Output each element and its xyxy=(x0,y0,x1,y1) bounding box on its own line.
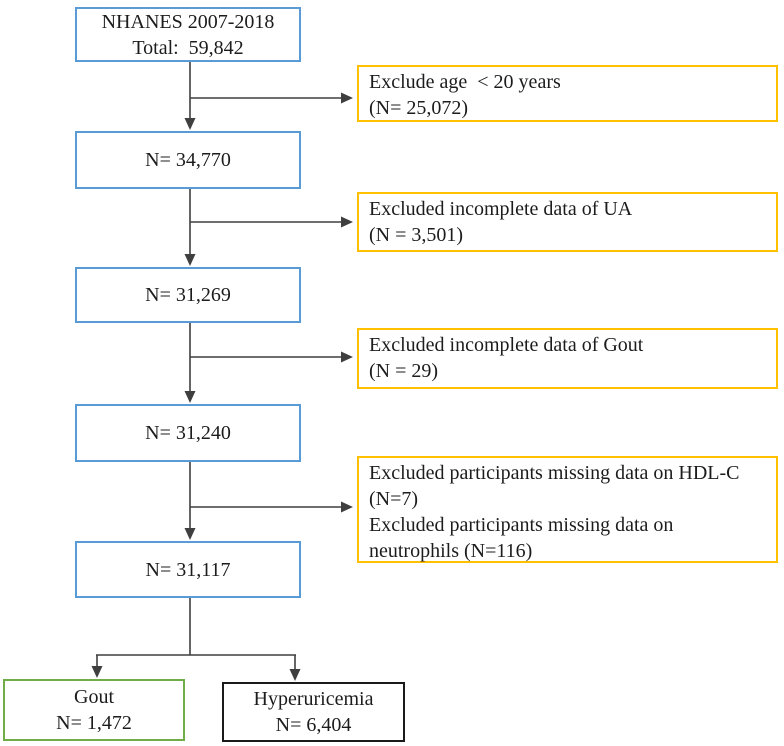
cohort-box-1-label: N= 34,770 xyxy=(145,149,231,171)
exclusion-box-2-line-2: (N = 3,501) xyxy=(369,224,464,246)
source-box: NHANES 2007-2018 Total: 59,842 xyxy=(75,7,301,62)
exclusion-box-4-line-1: Excluded participants missing data on HD… xyxy=(369,462,740,484)
hyperuricemia-outcome-title: Hyperuricemia xyxy=(253,688,374,710)
source-box-title: NHANES 2007-2018 xyxy=(101,10,275,33)
exclusion-box-3-line-2: (N = 29) xyxy=(369,360,439,382)
exclusion-box-1: Exclude age < 20 years (N= 25,072) xyxy=(357,65,778,122)
exclusion-box-2-line-1: Excluded incomplete data of UA xyxy=(369,198,633,220)
gout-outcome-box: Gout N= 1,472 xyxy=(3,679,185,741)
exclusion-box-3: Excluded incomplete data of Gout (N = 29… xyxy=(357,328,778,389)
cohort-box-1: N= 34,770 xyxy=(75,131,301,189)
cohort-box-4: N= 31,117 xyxy=(75,541,301,598)
arrow-down-gout xyxy=(91,666,103,678)
exclusion-box-2: Excluded incomplete data of UA (N = 3,50… xyxy=(357,192,778,252)
exclusion-box-4-line-4: neutrophils (N=116) xyxy=(369,540,533,562)
arrow-down-4 xyxy=(184,528,196,540)
exclusion-box-1-line-1: Exclude age < 20 years xyxy=(369,71,561,93)
cohort-box-2-label: N= 31,269 xyxy=(145,284,231,306)
exclusion-box-3-line-1: Excluded incomplete data of Gout xyxy=(369,334,644,356)
arrow-right-1 xyxy=(341,92,353,104)
gout-outcome-count: N= 1,472 xyxy=(56,712,132,734)
exclusion-box-4-line-3: Excluded participants missing data on xyxy=(369,514,674,536)
cohort-box-3-label: N= 31,240 xyxy=(145,422,231,444)
hyperuricemia-outcome-box: Hyperuricemia N= 6,404 xyxy=(222,682,405,742)
exclusion-box-4-line-2: (N=7) xyxy=(369,488,419,510)
exclusion-box-4: Excluded participants missing data on HD… xyxy=(357,456,778,563)
source-box-total: Total: 59,842 xyxy=(132,36,244,59)
arrow-right-4 xyxy=(341,501,353,513)
arrow-right-3 xyxy=(341,351,353,363)
hyperuricemia-outcome-count: N= 6,404 xyxy=(275,714,352,736)
exclusion-box-1-line-2: (N= 25,072) xyxy=(369,97,469,119)
cohort-box-4-label: N= 31,117 xyxy=(145,558,231,581)
gout-outcome-title: Gout xyxy=(74,686,114,708)
cohort-box-2: N= 31,269 xyxy=(75,267,301,323)
cohort-box-3: N= 31,240 xyxy=(75,404,301,462)
arrow-down-1 xyxy=(184,118,196,130)
arrow-right-2 xyxy=(341,216,353,228)
arrow-down-hyper xyxy=(289,669,301,681)
arrow-down-3 xyxy=(184,391,196,403)
arrow-down-2 xyxy=(184,254,196,266)
